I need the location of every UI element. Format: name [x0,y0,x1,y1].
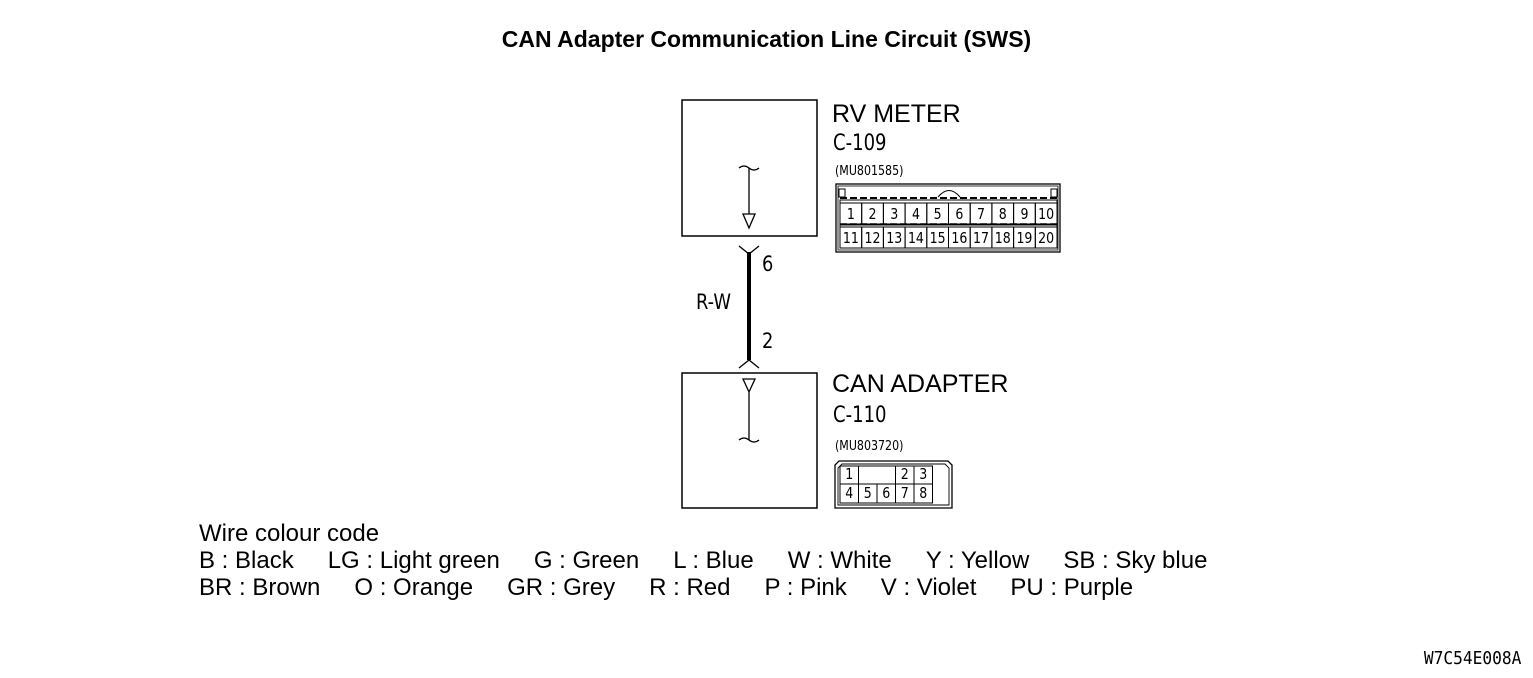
diagram-title: CAN Adapter Communication Line Circuit (… [501,26,1032,52]
pin-number: 9 [1020,205,1028,223]
legend-row-1: B : Black LG : Light green G : Green L : Bl… [199,547,1207,575]
pin-number: 13 [886,229,902,247]
pin-number: 4 [912,205,920,223]
rv-meter-part-number: (MU801585) [835,164,904,179]
legend-row-2: BR : Brown O : Orange GR : Grey R : Red P : … [199,574,1133,602]
pin-number: 8 [919,484,927,502]
can-adapter-label: CAN ADAPTER [832,370,1009,398]
legend-entry: P : Pink [764,574,847,601]
pin-number: 16 [951,229,967,247]
can-adapter-terminal-symbol [738,378,760,443]
legend-entry: L : Blue [673,547,754,574]
pin-number: 17 [973,229,989,247]
legend-entry: B : Black [199,547,294,574]
legend-entry: Y : Yellow [925,547,1030,574]
legend-entry: PU : Purple [1010,574,1134,601]
can-adapter-box [681,372,818,509]
pin-number: 5 [934,205,942,223]
pin-number: 15 [930,229,946,247]
r-w-wire [738,245,760,369]
pin-number: 2 [901,465,909,483]
legend-entry: SB : Sky blue [1063,547,1208,574]
figure-id: W7C54E008A [1423,648,1521,669]
rv-meter-box [681,99,818,237]
pin-number: 5 [864,484,872,502]
pin-number: 12 [865,229,881,247]
rv-meter-pin-number: 6 [762,252,774,276]
pin-number: 7 [977,205,985,223]
legend-heading: Wire colour code [199,520,380,547]
pin-number: 3 [890,205,898,223]
can-adapter-pin-number: 2 [762,329,774,353]
legend-entry: G : Green [533,547,640,574]
rv-meter-label: RV METER [832,100,961,128]
pin-number: 6 [882,484,890,502]
legend-entry: R : Red [649,574,731,601]
pin-cell [858,465,896,485]
can-adapter-connector-id: C-110 [833,403,887,428]
pin-number: 1 [847,205,855,223]
pin-number: 20 [1038,229,1054,247]
pin-number: 7 [901,484,909,502]
pin-number: 11 [843,229,859,247]
pin-number: 3 [919,465,927,483]
pin-number: 14 [908,229,924,247]
legend-entry: LG : Light green [327,547,500,574]
legend-entry: W : White [787,547,892,574]
pin-number: 1 [845,465,853,483]
pin-number: 4 [845,484,853,502]
legend-entry: GR : Grey [507,574,616,601]
rv-meter-terminal-symbol [738,165,760,230]
pin-number: 2 [869,205,877,223]
pin-number: 10 [1038,205,1054,223]
can-adapter-part-number: (MU803720) [835,439,904,454]
pin-cell [913,483,933,504]
wire-colour-label: R-W [696,290,732,314]
legend-entry: BR : Brown [199,574,321,601]
rv-meter-connector-id: C-109 [833,131,887,156]
legend-entry: V : Violet [880,574,977,601]
pin-number: 6 [955,205,963,223]
pin-number: 18 [995,229,1011,247]
pin-cell [1034,202,1058,225]
legend-entry: O : Orange [354,574,474,601]
pin-cell [1034,226,1058,249]
pin-number: 19 [1016,229,1032,247]
pin-number: 8 [999,205,1007,223]
